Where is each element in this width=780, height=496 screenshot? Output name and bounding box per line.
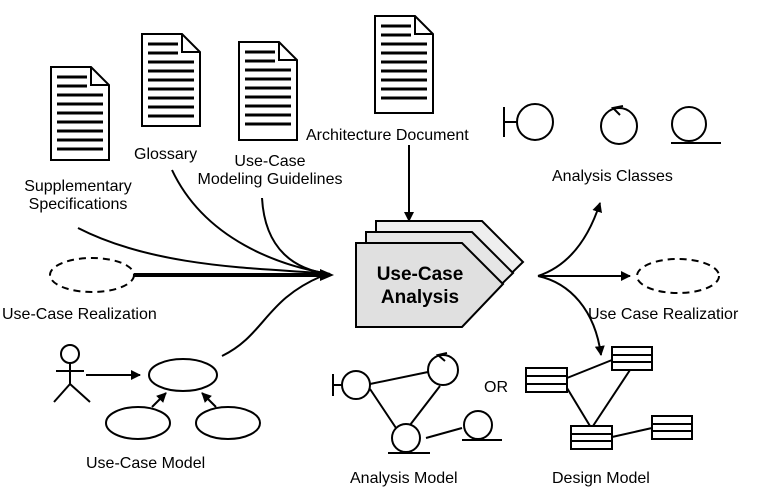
analysis-model-boundary-icon [332, 370, 371, 400]
process-title-line2: Analysis [380, 287, 460, 308]
label-supplementary-line1: Supplementary [24, 178, 132, 195]
arrow-from-guidelines [261, 197, 331, 275]
use-case-realization-output-ellipse [636, 258, 720, 294]
label-use-case-modeling-guidelines: Use-Case Modeling Guidelines [180, 153, 360, 189]
use-case-realization-input-ellipse [49, 257, 135, 293]
guidelines-document-icon [238, 41, 298, 141]
label-use-case-realization-output: Use Case Realizatior [588, 306, 739, 323]
boundary-class-icon [503, 103, 554, 141]
label-supplementary-specifications: Supplementary Specifications [8, 178, 148, 214]
supplementary-specifications-document-icon [50, 66, 110, 161]
arrow-to-analysis-classes [537, 202, 602, 277]
entity-class-icon [671, 106, 721, 144]
design-class-box-2 [611, 346, 653, 371]
design-model-graphic [525, 346, 693, 450]
glossary-document-icon [141, 33, 201, 127]
label-supplementary-line2: Specifications [28, 196, 128, 213]
actor-icon [53, 344, 91, 403]
arrow-from-supplementary [77, 227, 331, 275]
use-case-ellipse-left [105, 406, 171, 440]
process-title-line1: Use-Case [376, 264, 464, 285]
label-guidelines-line2: Modeling Guidelines [197, 171, 343, 188]
analysis-model-control-icon [427, 352, 459, 386]
control-class-icon [600, 105, 638, 145]
arrow-from-use-case-model [221, 275, 323, 357]
label-glossary: Glossary [134, 146, 198, 163]
arrow-to-design-model [537, 275, 605, 356]
design-class-box-3 [570, 425, 613, 450]
design-class-box-4 [651, 415, 693, 440]
analysis-model-graphic [332, 352, 502, 454]
use-case-analysis-process-shape [355, 220, 525, 328]
output-arrows [537, 202, 631, 356]
use-case-ellipse-right [195, 406, 261, 440]
label-architecture-document: Architecture Document [306, 127, 469, 145]
architecture-document-icon [374, 15, 434, 114]
label-use-case-realization-input: Use-Case Realization [2, 306, 157, 323]
process-title: Use-Case Analysis [356, 263, 484, 309]
label-design-model: Design Model [552, 470, 650, 487]
label-guidelines-line1: Use-Case [234, 153, 306, 170]
input-arrows [77, 140, 414, 357]
use-case-model-graphic [53, 344, 261, 440]
label-use-case-model: Use-Case Model [86, 455, 206, 472]
label-analysis-classes: Analysis Classes [552, 168, 673, 185]
analysis-model-entity-icon-2 [462, 410, 502, 441]
analysis-classes-icons [503, 103, 721, 145]
analysis-model-entity-icon-1 [388, 423, 430, 454]
use-case-ellipse-main [148, 358, 218, 392]
label-analysis-model: Analysis Model [350, 470, 458, 487]
design-class-box-1 [525, 367, 568, 393]
label-or: OR [484, 379, 508, 396]
